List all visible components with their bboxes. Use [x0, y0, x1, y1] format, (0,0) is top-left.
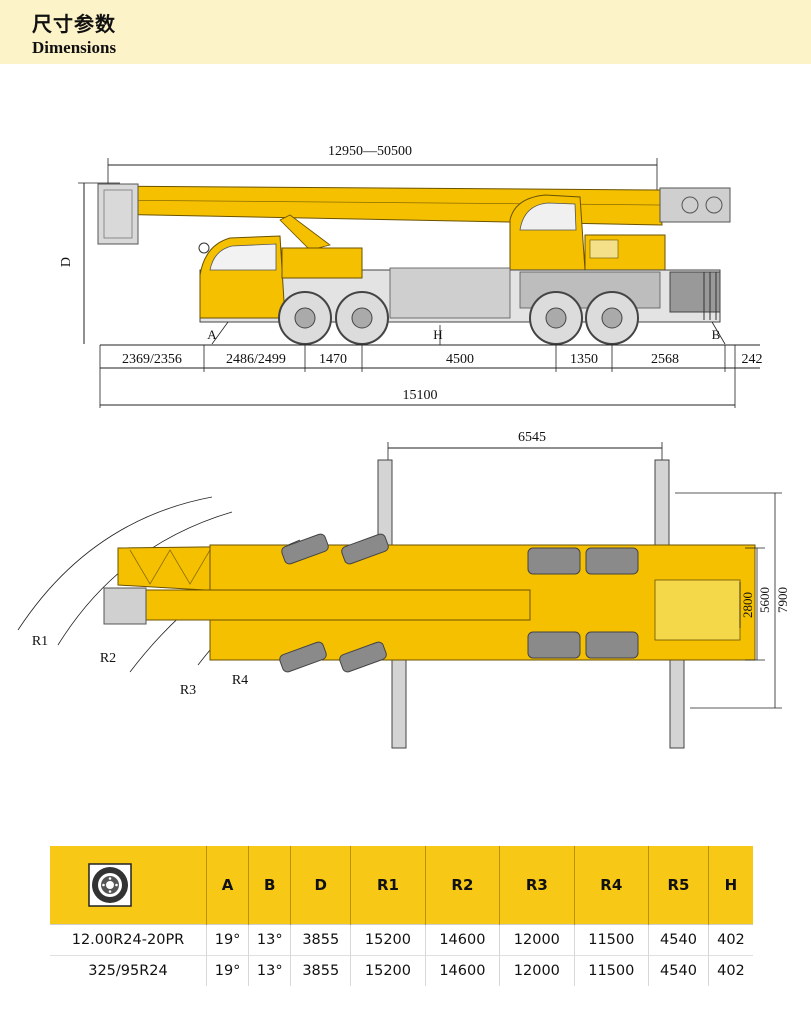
- col-header-r3: R3: [499, 846, 575, 925]
- table-cell: 3855: [290, 924, 351, 956]
- spec-table-header: A B D R1 R2 R3 R4 R5 H: [50, 846, 753, 925]
- segment-label-1: 2369/2356: [122, 352, 182, 367]
- width-label-7900: 7900: [775, 587, 790, 613]
- radius-label-r3: R3: [180, 683, 196, 698]
- table-cell: 3855: [290, 955, 351, 986]
- radius-label-r2: R2: [100, 651, 116, 666]
- table-cell: 14600: [424, 955, 500, 986]
- table-cell: 402: [707, 924, 753, 956]
- col-header-r1: R1: [350, 846, 426, 925]
- label-b: B: [712, 327, 721, 342]
- table-row: 12.00R24-20PR 19° 13° 3855 15200 14600 1…: [50, 924, 753, 956]
- wheels-graphic: [278, 291, 639, 345]
- label-h: H: [433, 327, 442, 342]
- page-title-en: Dimensions: [32, 38, 117, 57]
- radius-label-r1: R1: [32, 634, 48, 649]
- table-cell: 15200: [350, 955, 426, 986]
- tire-header-cell: [50, 846, 207, 925]
- col-header-r2: R2: [424, 846, 500, 925]
- table-cell: 11500: [573, 924, 649, 956]
- table-row: 325/95R24 19° 13° 3855 15200 14600 12000…: [50, 955, 753, 986]
- segment-label-4: 4500: [446, 352, 474, 367]
- operator-cab-graphic: [509, 194, 666, 271]
- segment-label-5: 1350: [570, 352, 598, 367]
- table-cell: 13°: [248, 924, 291, 956]
- overall-length-label: 15100: [403, 388, 438, 403]
- top-view-drawing: 6545 R1 R2 R3 R4 R5: [17, 430, 790, 749]
- table-cell: 13°: [248, 955, 291, 986]
- col-header-d: D: [290, 846, 351, 925]
- table-cell: 402: [707, 955, 753, 986]
- width-label-2800: 2800: [740, 592, 755, 618]
- segment-label-6: 2568: [651, 352, 679, 367]
- boom-length-label: 12950—50500: [328, 144, 412, 159]
- segment-label-7: 242: [742, 352, 763, 367]
- col-header-r4: R4: [573, 846, 649, 925]
- col-header-b: B: [248, 846, 291, 925]
- label-a: A: [207, 327, 217, 342]
- table-cell: 12000: [499, 955, 575, 986]
- table-cell: 19°: [205, 955, 249, 986]
- table-cell: 15200: [350, 924, 426, 956]
- table-cell: 12000: [499, 924, 575, 956]
- spec-table: A B D R1 R2 R3 R4 R5 H 12.00R24-20PR 19°…: [50, 846, 753, 986]
- width-dim-lines: [675, 492, 782, 709]
- col-header-r5: R5: [648, 846, 709, 925]
- tire-icon: [88, 863, 132, 907]
- segment-label-3: 1470: [319, 352, 347, 367]
- radius-label-r4: R4: [232, 673, 248, 688]
- table-cell: 19°: [205, 924, 249, 956]
- outrigger-span-label: 6545: [518, 430, 546, 445]
- tire-spec-cell: 12.00R24-20PR: [50, 924, 207, 956]
- tire-spec-cell: 325/95R24: [50, 955, 207, 986]
- page-title-cn: 尺寸参数: [32, 12, 116, 36]
- side-view-drawing: 12950—50500 D: [59, 144, 763, 408]
- table-cell: 4540: [648, 955, 709, 986]
- header-band: [0, 0, 811, 64]
- table-cell: 4540: [648, 924, 709, 956]
- col-header-h: H: [707, 846, 753, 925]
- carrier-top-graphic: [103, 533, 756, 673]
- height-label: D: [59, 257, 74, 267]
- table-cell: 14600: [424, 924, 500, 956]
- driver-cab-graphic: [198, 235, 363, 319]
- col-header-a: A: [205, 846, 249, 925]
- segment-label-2: 2486/2499: [226, 352, 286, 367]
- width-label-5600: 5600: [757, 587, 772, 613]
- table-cell: 11500: [573, 955, 649, 986]
